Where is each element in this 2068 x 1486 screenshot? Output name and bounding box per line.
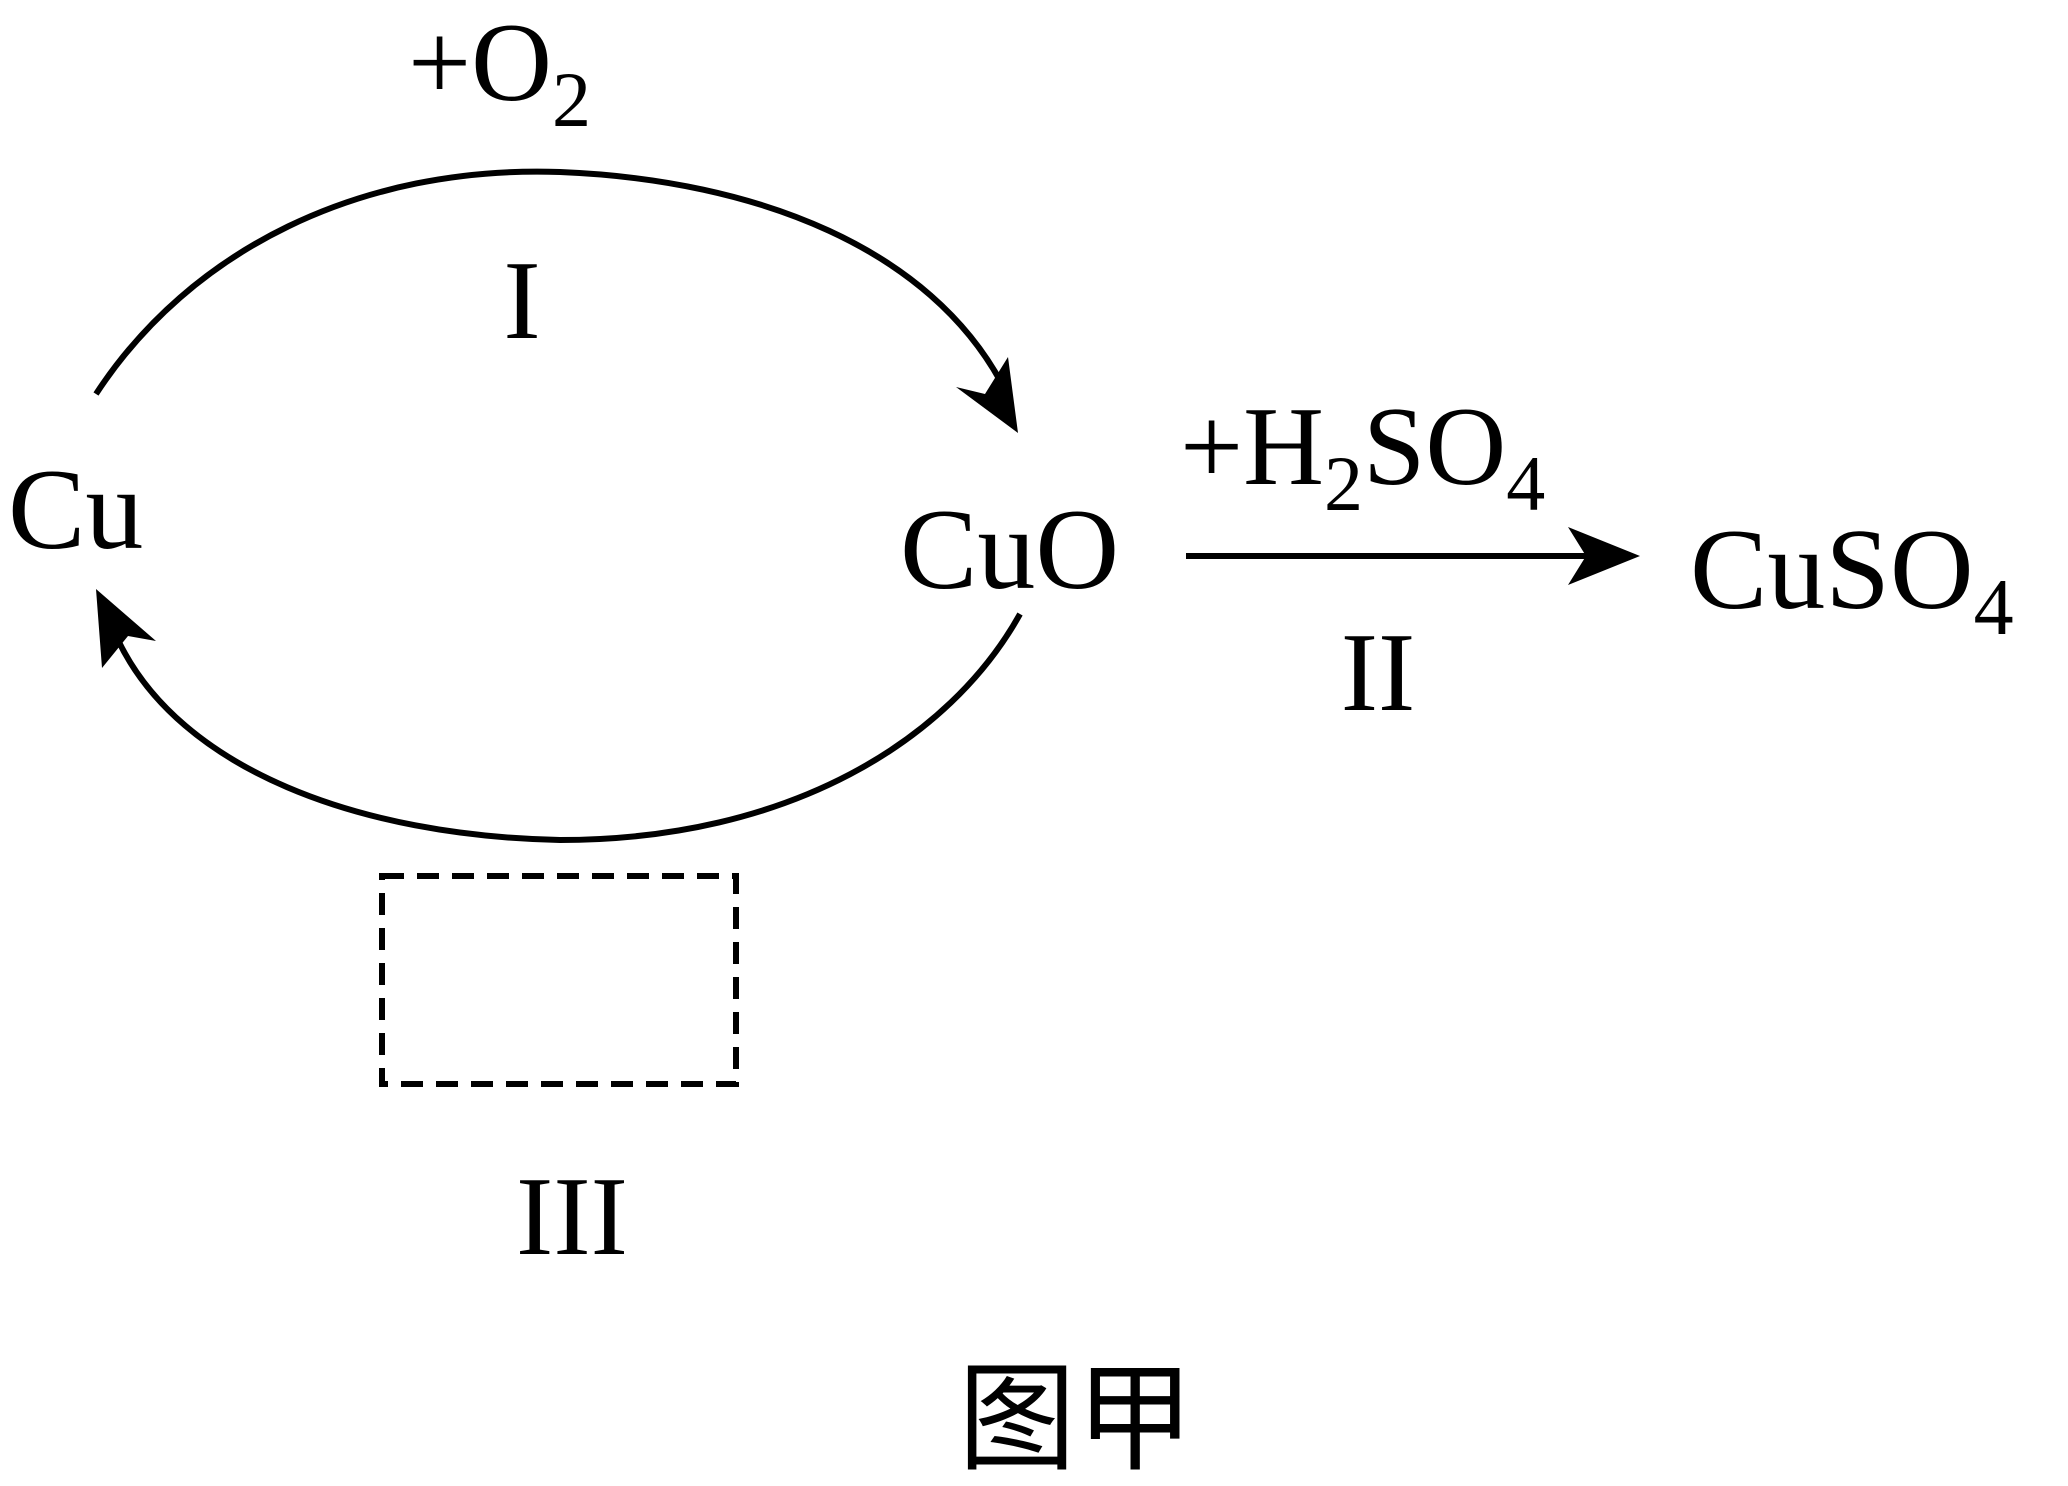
step-label-1: I	[503, 239, 540, 363]
node-cuo: CuO	[900, 486, 1119, 614]
node-cu: Cu	[8, 446, 143, 574]
cu-formula: Cu	[8, 446, 143, 574]
cuso4-subscript: 4	[1974, 564, 2014, 652]
reagent-step-1-base: +O	[408, 1, 552, 125]
reagent-step-2-sub2: 4	[1506, 440, 1545, 527]
reagent-step-1-subscript: 2	[552, 56, 591, 143]
arrow-step-1	[93, 168, 1018, 433]
reagent-step-1: +O2	[408, 1, 591, 143]
step-label-3: III	[516, 1155, 628, 1279]
cuso4-base: CuSO	[1690, 506, 1974, 634]
cuo-formula: CuO	[900, 486, 1119, 614]
reagent-step-2: +H2SO4	[1180, 385, 1545, 527]
node-cuso4: CuSO4	[1690, 506, 2014, 652]
arrow-step-2	[1186, 527, 1640, 585]
reagent-step-2-sub1: 2	[1324, 440, 1363, 527]
figure-caption: 图甲	[958, 1350, 1194, 1481]
reagent-step-2-part2: SO	[1363, 385, 1506, 509]
arrow-step-3	[96, 589, 1023, 844]
step-label-2: II	[1341, 611, 1416, 735]
blank-reagent-box	[379, 873, 739, 1087]
reagent-step-2-part1: +H	[1180, 385, 1324, 509]
